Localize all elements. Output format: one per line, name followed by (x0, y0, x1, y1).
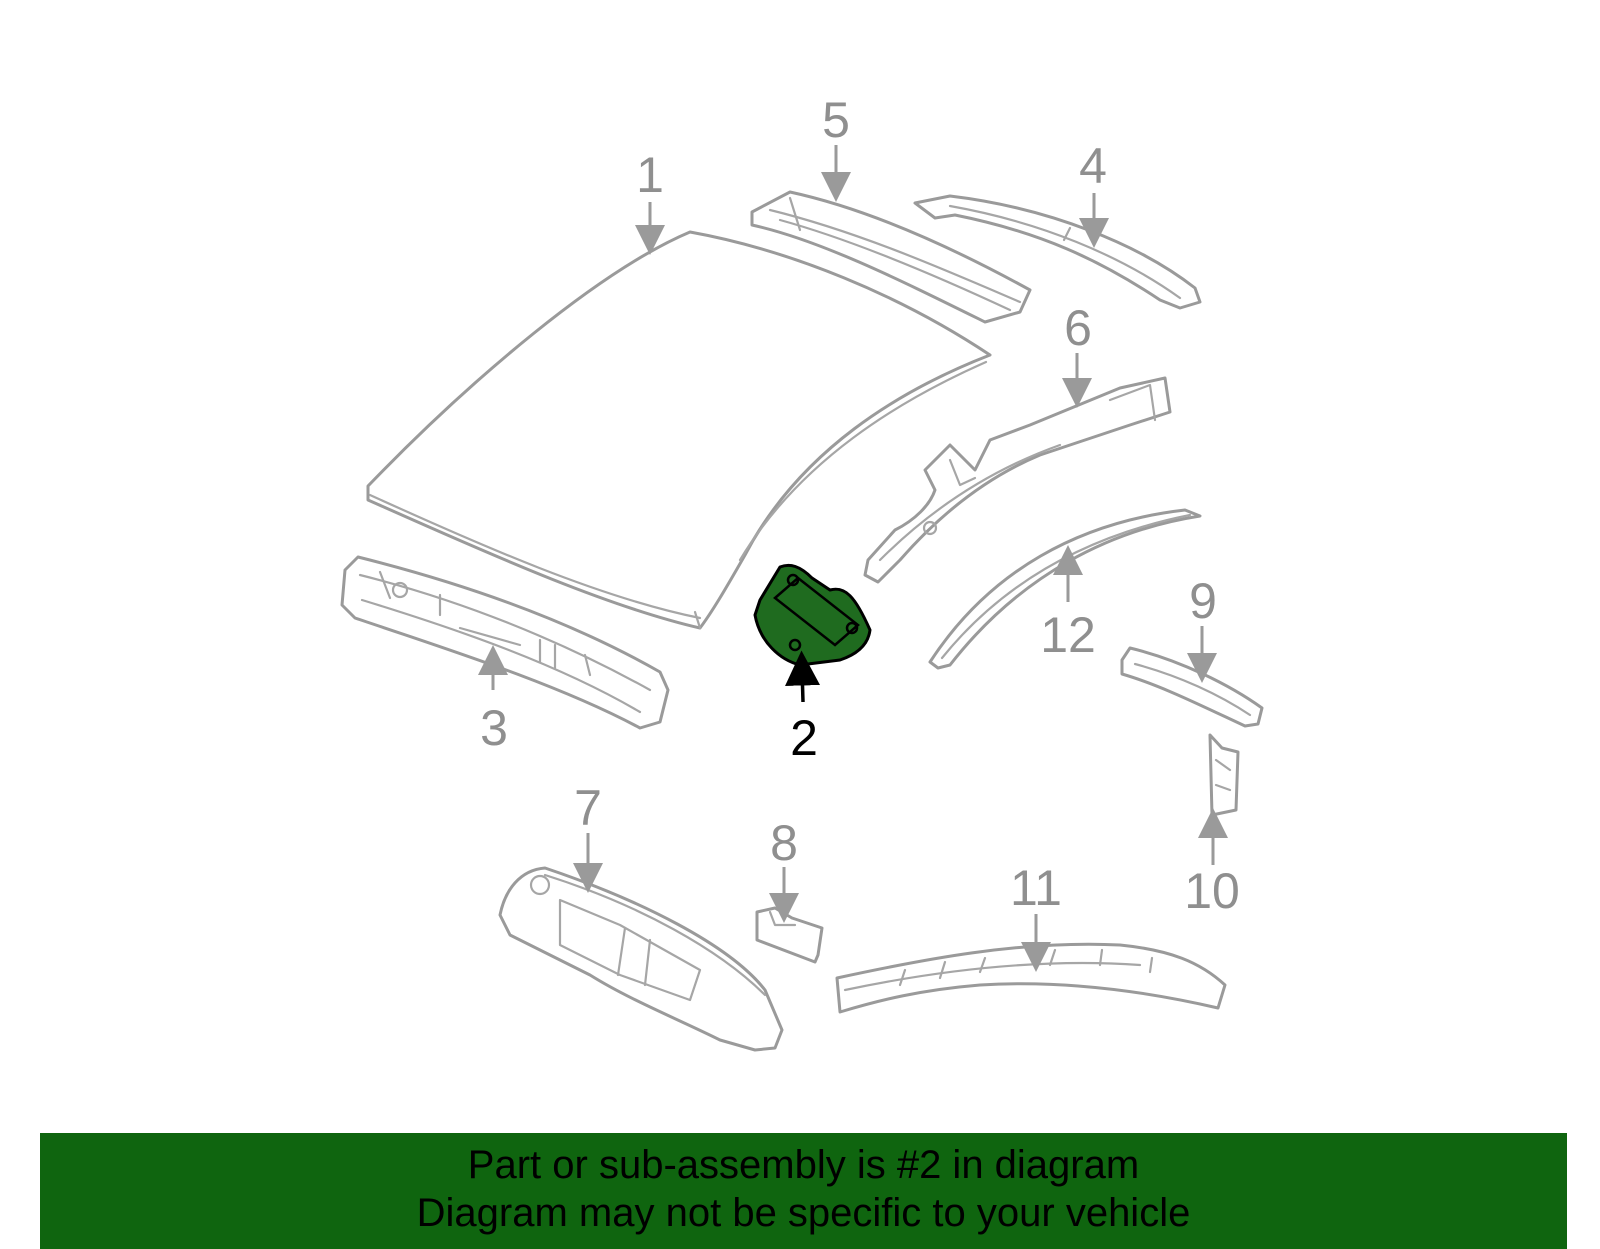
part-9-bracket (1120, 646, 1264, 728)
part-12-rear-rail (928, 508, 1202, 670)
leader-lines (478, 145, 1228, 972)
callout-5: 5 (822, 92, 850, 148)
part-2-bracket-highlighted[interactable] (753, 563, 872, 667)
part-6-side-rail-reinforcement (863, 376, 1172, 584)
callout-2[interactable]: 2 (790, 710, 818, 766)
callout-1: 1 (636, 147, 664, 203)
callout-4: 4 (1079, 138, 1107, 194)
part-1-roof-panel (366, 230, 992, 630)
part-7-rear-panel (498, 866, 784, 1052)
callout-6: 6 (1064, 300, 1092, 356)
callout-9: 9 (1189, 573, 1217, 629)
banner-line-2: Diagram may not be specific to your vehi… (416, 1191, 1191, 1235)
banner-line-1: Part or sub-assembly is #2 in diagram (467, 1143, 1140, 1187)
part-8-bracket (755, 906, 824, 964)
part-4-roof-rail (913, 194, 1202, 310)
part-10-bracket (1208, 733, 1240, 817)
part-11-rear-lower-rail (835, 942, 1227, 1014)
info-banner: Part or sub-assembly is #2 in diagram Di… (40, 1133, 1567, 1249)
callout-8: 8 (770, 815, 798, 871)
callout-10: 10 (1184, 863, 1240, 919)
part-5-front-header (750, 190, 1032, 324)
callout-11: 11 (1010, 860, 1062, 916)
callout-12: 12 (1040, 607, 1096, 663)
callout-7: 7 (574, 780, 602, 836)
callout-3: 3 (480, 700, 508, 756)
